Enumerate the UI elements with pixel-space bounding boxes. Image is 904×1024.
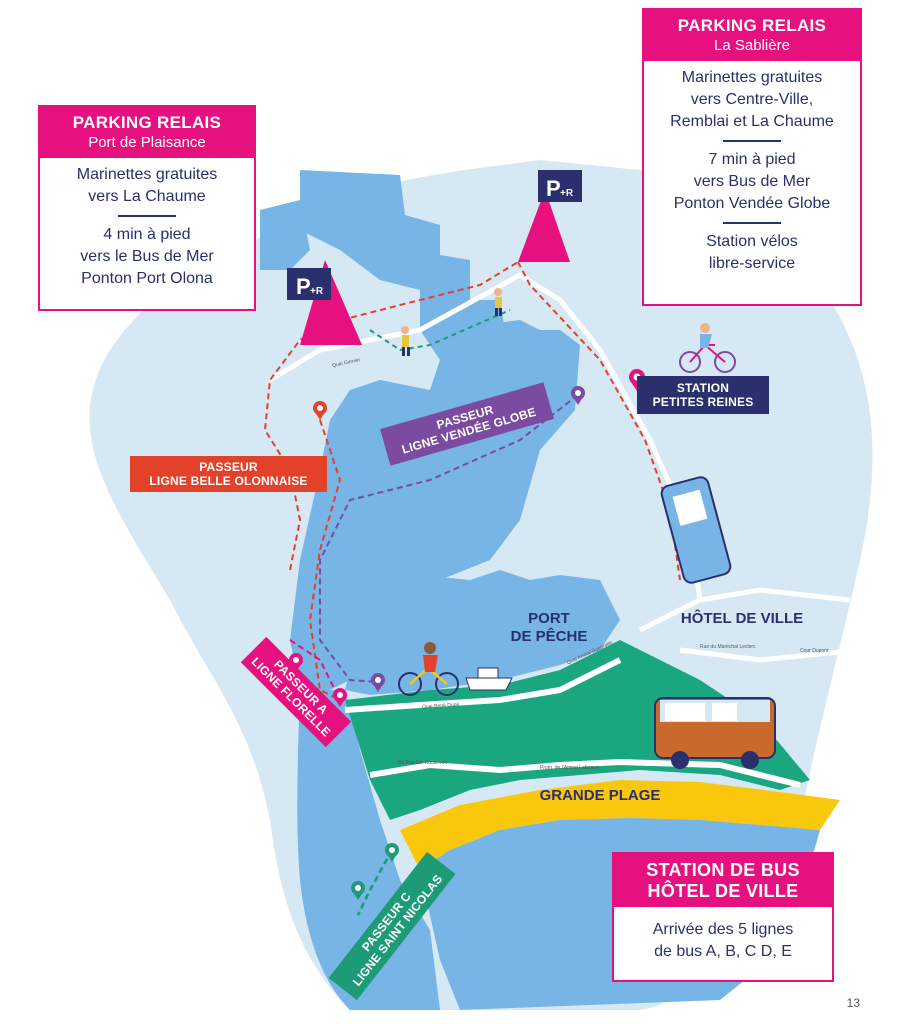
north-basin xyxy=(440,320,560,380)
route-florelle xyxy=(289,639,341,701)
walk-route-sabliere xyxy=(517,261,681,581)
info-line: Marinettes gratuites xyxy=(681,69,823,86)
info-line: Arrivée des 5 lignes xyxy=(652,921,794,938)
parking-plaisance-subtitle: Port de Plaisance xyxy=(88,134,206,151)
parking-plaisance-title: PARKING RELAIS xyxy=(72,113,222,132)
walk-route-plaisance xyxy=(263,324,323,571)
label-line: PORT xyxy=(528,610,570,627)
walk-green-top xyxy=(369,309,511,352)
info-line: vers Bus de Mer xyxy=(693,173,811,190)
bus-station-title-2: HÔTEL DE VILLE xyxy=(647,881,799,901)
info-line: Remblai et La Chaume xyxy=(670,113,834,130)
basin-water xyxy=(260,200,310,270)
info-line: Ponton Port Olona xyxy=(81,270,213,287)
bus-station-body: Arrivée des 5 lignes de bus A, B, C D, E xyxy=(614,907,832,969)
beach xyxy=(400,780,840,870)
city-land xyxy=(345,640,810,820)
pin-saint-nicolas-2 xyxy=(351,881,365,900)
tag-petites-reines: STATION PETITES REINES xyxy=(637,376,769,414)
parking-sabliere-body: Marinettes gratuites vers Centre-Ville, … xyxy=(644,61,860,281)
info-line: Marinettes gratuites xyxy=(76,166,218,183)
info-line: Ponton Vendée Globe xyxy=(673,195,831,212)
quai-road xyxy=(344,657,622,713)
info-line: libre-service xyxy=(708,255,796,272)
pedestrian-icon xyxy=(401,326,410,356)
info-line: vers Centre-Ville, xyxy=(690,91,814,108)
tag-line: PASSEUR xyxy=(199,460,258,474)
route-saint-nicolas xyxy=(356,849,394,916)
parking-icon-plaisance: P +R xyxy=(287,268,331,300)
street-label: Prom. de l'Amiral Lafargue xyxy=(540,765,600,771)
parking-marker-plaisance xyxy=(300,260,362,345)
boulevard-road xyxy=(369,758,801,788)
separator xyxy=(118,215,176,217)
cyclist-icon xyxy=(398,642,459,696)
route-belle-olonnaise xyxy=(308,419,342,701)
pedestrian-icon-2 xyxy=(494,288,502,316)
pin-vendee-globe-2 xyxy=(371,673,385,692)
label-line: DE PÊCHE xyxy=(510,628,588,645)
tag-belle-olonnaise: PASSEUR LIGNE BELLE OLONNAISE xyxy=(130,456,327,492)
street-label: Rue du Maréchal Leclerc xyxy=(700,644,756,650)
route-vendee-globe xyxy=(319,394,579,683)
page-number: 13 xyxy=(846,996,860,1010)
label-grande-plage: GRANDE PLAGE xyxy=(539,787,661,804)
info-line: vers le Bus de Mer xyxy=(80,248,214,265)
tag-line: LIGNE BELLE OLONNAISE xyxy=(149,474,308,488)
tag-line: STATION xyxy=(676,381,730,395)
hotel-road xyxy=(638,587,861,663)
label-hotel-de-ville: HÔTEL DE VILLE xyxy=(680,610,804,627)
street-label: Bd Franklin Roosevelt xyxy=(398,760,447,766)
bus-station-title-1: STATION DE BUS xyxy=(646,860,800,880)
bus-icon-hotel xyxy=(660,476,732,584)
info-line: 4 min à pied xyxy=(103,226,191,243)
parking-plaisance-header: PARKING RELAIS Port de Plaisance xyxy=(40,107,254,158)
separator xyxy=(723,140,781,142)
bus-station-card: STATION DE BUS HÔTEL DE VILLE Arrivée de… xyxy=(612,852,834,982)
parking-sabliere-title: PARKING RELAIS xyxy=(677,16,827,35)
info-line: vers La Chaume xyxy=(88,188,206,205)
label-port-de-peche: PORT DE PÊCHE xyxy=(494,610,604,646)
svg-text:P: P xyxy=(296,274,311,299)
parking-plaisance-card: PARKING RELAIS Port de Plaisance Marinet… xyxy=(38,105,256,311)
parking-sabliere-subtitle: La Sablière xyxy=(714,37,790,54)
info-line: de bus A, B, C D, E xyxy=(654,943,792,960)
info-line: 7 min à pied xyxy=(708,151,796,168)
street-label: Cour Dupont xyxy=(800,648,829,654)
svg-text:+R: +R xyxy=(560,188,574,199)
walk-route-top xyxy=(321,261,519,326)
pin-belle-olonnaise xyxy=(313,401,327,420)
parking-sabliere-card: PARKING RELAIS La Sablière Marinettes gr… xyxy=(642,8,862,306)
bus-station-header: STATION DE BUS HÔTEL DE VILLE xyxy=(614,854,832,907)
pin-saint-nicolas xyxy=(385,843,399,862)
boat-icon xyxy=(465,667,513,691)
bicycle-icon xyxy=(679,323,736,373)
bus-icon-station xyxy=(654,697,776,769)
svg-text:P: P xyxy=(546,176,561,201)
parking-marker-sabliere xyxy=(518,190,570,262)
fishing-port-water xyxy=(345,570,620,695)
pin-florelle-2 xyxy=(333,688,347,707)
info-line: Station vélos xyxy=(706,233,798,250)
parking-sabliere-header: PARKING RELAIS La Sablière xyxy=(644,10,860,61)
separator xyxy=(723,222,781,224)
pin-vendee-globe xyxy=(571,386,585,405)
svg-text:+R: +R xyxy=(310,286,324,297)
parking-plaisance-body: Marinettes gratuites vers La Chaume 4 mi… xyxy=(40,158,254,296)
parking-icon-sabliere: P +R xyxy=(538,170,582,202)
tag-line: PETITES REINES xyxy=(652,395,754,409)
